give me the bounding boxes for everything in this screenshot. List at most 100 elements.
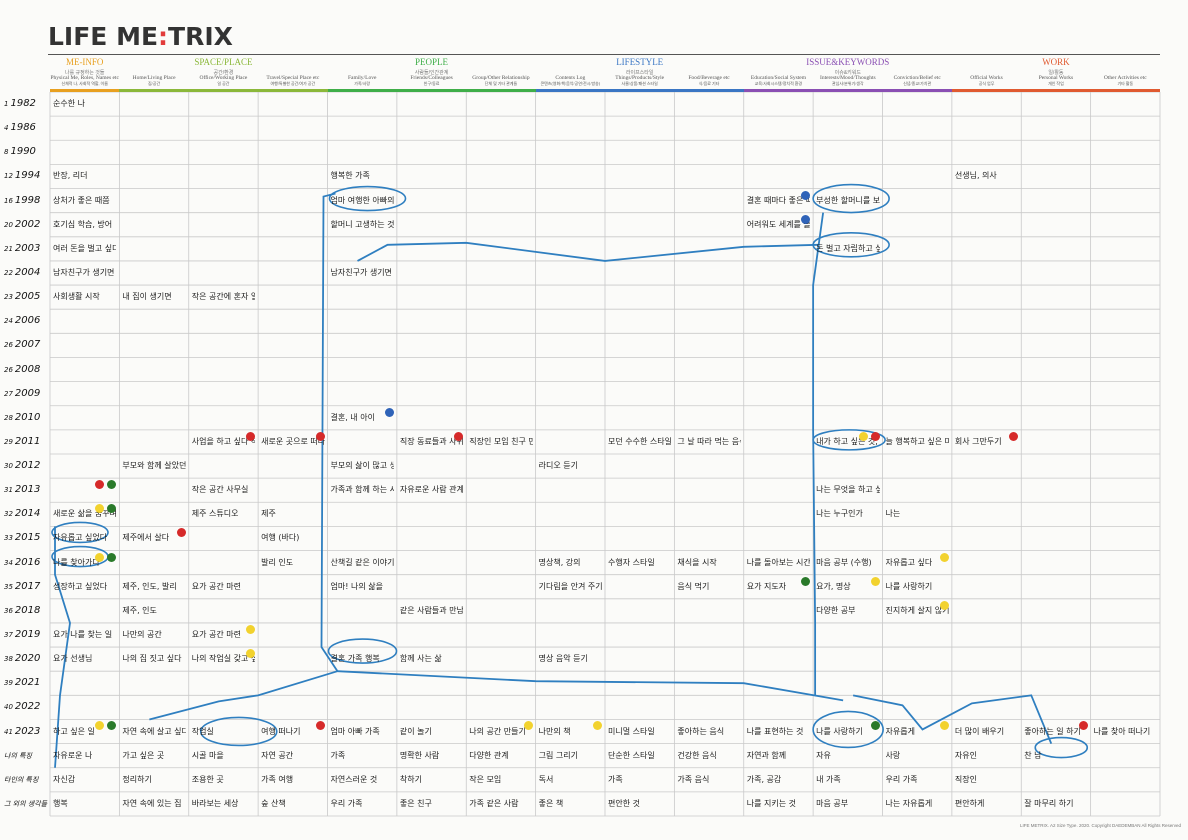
cell-note: 가족, 공감: [746, 774, 782, 784]
row-age: 26: [4, 365, 13, 374]
sticker-dot: [246, 649, 256, 659]
cell-note: 가족 여행: [261, 774, 294, 784]
cell-note: 나는: [885, 509, 901, 519]
cell-note: 자유롭게: [885, 726, 915, 736]
cell-note: 내 가족: [816, 774, 841, 784]
category-name: SPACE/PLACE: [194, 57, 253, 67]
cell-note: 좋은 책: [538, 798, 564, 808]
cell-note: 나의 작업실 갖고 싶다: [191, 654, 256, 664]
cell-note: 좋은 친구: [399, 798, 432, 808]
row-year: 2021: [14, 677, 41, 689]
cell-note: 편안하게: [954, 798, 985, 808]
cell-note: 시골 마을: [191, 750, 224, 760]
sticker-dot: [95, 721, 105, 731]
row-age: 4: [4, 124, 9, 133]
cell-note: 반장, 리더: [53, 171, 88, 181]
cell-note: 제주, 인도, 발리: [122, 581, 177, 591]
cell-note: 엄마! 나의 삶을: [330, 581, 383, 591]
sticker-dot: [939, 721, 949, 731]
column-subtitle: 여행/특별한 공간/여가 공간: [270, 81, 316, 86]
cell-note: 마음 공부 (수행): [816, 557, 872, 567]
column-subtitle: 단체 및 기타 관계들: [484, 81, 518, 86]
sticker-dot: [1009, 431, 1019, 441]
cell-note: 가족과 함께 하는 시간: [330, 485, 394, 495]
cell-note: 자연 속에 살고 싶다: [122, 726, 186, 736]
column-subtitle: 가족/사랑: [354, 81, 371, 86]
column-title: Things/Products/Style: [615, 75, 665, 81]
cell-note: 단순한 스타일: [608, 750, 655, 760]
cell-note: 행복: [53, 798, 68, 808]
category-name: ME-INFO: [65, 57, 104, 67]
cell-note: 내가 하고 싶은 것, 원하는 것: [816, 436, 879, 446]
sticker-dot: [858, 431, 868, 441]
cell-note: 라디오 듣기: [538, 461, 578, 471]
cell-note: 남자친구가 생기면: [53, 268, 115, 277]
row-year: 그 외의 생각들: [4, 799, 48, 808]
row-age: 37: [4, 631, 13, 639]
row-age: 39: [4, 679, 13, 688]
row-age: 8: [4, 148, 9, 157]
category-name: ISSUE&KEYWORDS: [806, 57, 890, 67]
cell-note: 직장인 모임 친구 만들기: [469, 436, 533, 446]
category-name: WORK: [1042, 57, 1070, 67]
row-year: 2019: [14, 629, 41, 640]
cell-note: 나를 표현하는 것: [746, 726, 804, 736]
cell-note: 사회생활 시작: [53, 292, 100, 302]
cell-note: 나를 찾아가다: [53, 557, 100, 567]
category-subtitle: 이슈&키워드: [834, 70, 861, 76]
cell-note: 부모와 함께 살았던 집: [122, 461, 186, 471]
category-name: PEOPLE: [415, 57, 449, 67]
row-year: 2023: [14, 725, 41, 737]
highlight-circle: [51, 521, 109, 544]
cell-note: 우리 가족: [330, 798, 363, 808]
sticker-dot: [454, 431, 464, 441]
row-year: 1990: [10, 146, 36, 158]
cell-note: 작은 모임: [469, 774, 502, 784]
column-title: Other Activities etc: [1103, 75, 1147, 81]
highlight-circle: [812, 183, 890, 214]
cell-note: 어려워도 세계를 볼 살다: [746, 219, 811, 229]
row-label: 나의 특징: [4, 750, 48, 761]
column-title: Group/Other Relationship: [472, 75, 530, 81]
highlight-circle: [328, 185, 407, 212]
sticker-dot: [1078, 721, 1088, 731]
cell-note: 회사 그만두기: [954, 436, 1002, 446]
cell-note: 순수한 나: [53, 99, 85, 109]
cell-note: 발리 인도: [261, 557, 294, 567]
cell-note: 결혼, 내 아이: [330, 412, 375, 422]
row-age: 23: [4, 293, 13, 302]
column-subtitle: 일 공간: [217, 81, 230, 86]
cell-note: 가족: [608, 774, 623, 784]
row-age: 33: [4, 534, 13, 543]
sticker-dot: [315, 721, 325, 731]
cell-note: 조용한 곳: [191, 774, 224, 784]
column-title: Education/Social System: [750, 75, 807, 81]
column-title: Personal Works: [1038, 75, 1074, 81]
cell-note: 자연 속에 있는 집: [122, 798, 182, 808]
path-line: [149, 670, 338, 721]
sticker-dot: [107, 504, 117, 514]
cell-note: 바라보는 세상: [191, 798, 239, 808]
cell-note: 여러 돈을 벌고 싶다: [53, 243, 117, 253]
sticker-dot: [939, 552, 949, 562]
cell-note: 가족 음식: [677, 774, 710, 784]
category-header: ISSUE&KEYWORDS 이슈&키워드: [744, 57, 952, 76]
sticker-dot: [870, 576, 880, 586]
row-year: 2011: [14, 435, 41, 447]
cell-note: 모던 수수한 스타일: [608, 436, 672, 446]
sticker-dot: [939, 600, 949, 610]
cell-note: 기다림을 안겨 주기: [538, 581, 602, 591]
sticker-dot: [801, 576, 811, 586]
